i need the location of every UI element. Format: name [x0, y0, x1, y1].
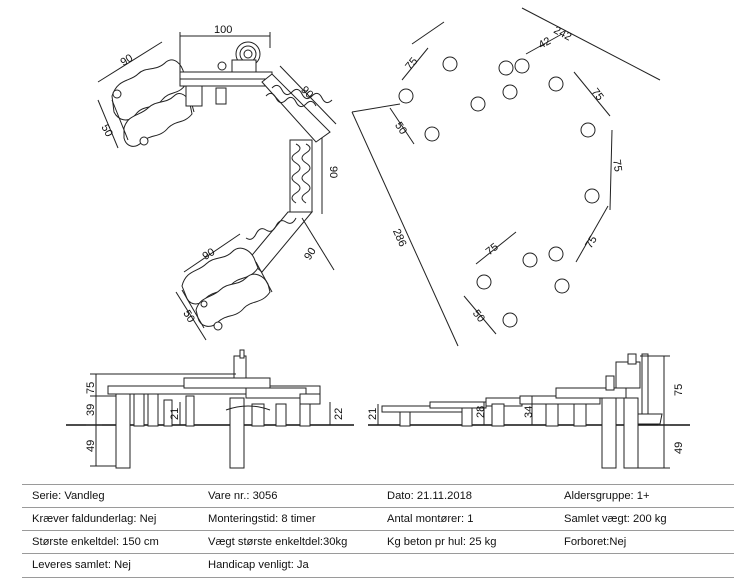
info-dato: Dato: 21.11.2018	[387, 490, 473, 502]
post	[514, 58, 530, 74]
info-antal-montoerer: Antal montører: 1	[387, 513, 474, 525]
post	[398, 88, 414, 104]
dim-75-e: 75	[484, 241, 501, 258]
dim-34: 34	[523, 406, 535, 418]
post	[548, 246, 564, 262]
dim-49-r: 49	[673, 442, 685, 454]
post	[498, 60, 514, 76]
dim-50-c: 50	[392, 120, 409, 137]
post	[470, 96, 486, 112]
technical-drawing: 100 90 50 90 90 90 90 50 242 286	[66, 7, 690, 469]
dim-21-l: 21	[169, 408, 181, 420]
dim-22: 22	[333, 408, 345, 420]
info-faldunderlag: Kræver faldunderlag: Nej	[32, 513, 157, 525]
dim-90-a: 90	[118, 52, 135, 69]
post	[476, 274, 492, 290]
info-kg-beton: Kg beton pr hul: 25 kg	[387, 536, 497, 548]
post	[548, 76, 564, 92]
dim-49-l: 49	[85, 440, 97, 452]
dim-28: 28	[475, 406, 487, 418]
product-info-table: Serie: Vandleg Vare nr.: 3056 Dato: 21.1…	[22, 484, 734, 578]
elevation-right: 21 28 34 75 49	[367, 353, 690, 469]
post	[424, 126, 440, 142]
post	[554, 278, 570, 294]
dim-75-d: 75	[583, 234, 600, 251]
post-layout-plan: 242 286 75 42 75 75 75 50 75 5	[351, 7, 661, 347]
info-monteringstid: Monteringstid: 8 timer	[208, 513, 316, 525]
dim-50-a: 50	[99, 122, 115, 138]
info-row: Største enkeltdel: 150 cm Vægt største e…	[22, 530, 734, 554]
dim-90-b: 90	[298, 84, 315, 101]
post	[522, 252, 538, 268]
info-stoerste-enkeltdel: Største enkeltdel: 150 cm	[32, 536, 159, 548]
dim-75-a: 75	[403, 55, 420, 72]
post	[502, 312, 518, 328]
log-element-lower	[181, 247, 273, 331]
info-handicap-venligt: Handicap venligt: Ja	[208, 559, 309, 571]
dim-75-elev-l: 75	[85, 382, 97, 394]
info-row: Leveres samlet: Nej Handicap venligt: Ja	[22, 553, 734, 578]
info-vaegt-enkeltdel: Vægt største enkeltdel:30kg	[208, 536, 348, 548]
dim-90-e: 90	[302, 246, 319, 263]
info-forboret: Forboret:Nej	[564, 536, 627, 548]
info-samlet-vaegt: Samlet vægt: 200 kg	[564, 513, 667, 525]
dim-100: 100	[214, 24, 232, 36]
slat-bridge-lower	[245, 211, 314, 273]
dim-21-r: 21	[367, 408, 379, 420]
post	[502, 84, 518, 100]
dim-39: 39	[85, 404, 97, 416]
info-row: Kræver faldunderlag: Nej Monteringstid: …	[22, 507, 734, 531]
info-vare-nr: Vare nr.: 3056	[208, 490, 278, 502]
dim-75-c: 75	[610, 159, 624, 173]
slat-bridge-middle	[289, 139, 313, 213]
dim-75-b: 75	[589, 86, 606, 103]
post	[442, 56, 458, 72]
dim-90-d: 90	[200, 246, 217, 263]
dim-50-b: 50	[180, 308, 197, 325]
bridge-beam-top	[179, 41, 273, 107]
dim-50-d: 50	[470, 308, 487, 325]
dim-242: 242	[552, 24, 574, 43]
info-leveres-samlet: Leveres samlet: Nej	[32, 559, 131, 571]
post	[584, 188, 600, 204]
info-serie: Serie: Vandleg	[32, 490, 105, 502]
slat-bridge-upper	[261, 73, 333, 143]
dim-42: 42	[536, 35, 552, 51]
plan-view-left: 100 90 50 90 90 90 90 50	[97, 24, 339, 341]
dim-90-c: 90	[327, 166, 339, 178]
dim-75-elev-r: 75	[673, 384, 685, 396]
elevation-left: 75 39 49 21 22	[66, 349, 354, 469]
info-row: Serie: Vandleg Vare nr.: 3056 Dato: 21.1…	[22, 484, 734, 508]
post	[580, 122, 596, 138]
info-aldersgruppe: Aldersgruppe: 1+	[564, 490, 650, 502]
